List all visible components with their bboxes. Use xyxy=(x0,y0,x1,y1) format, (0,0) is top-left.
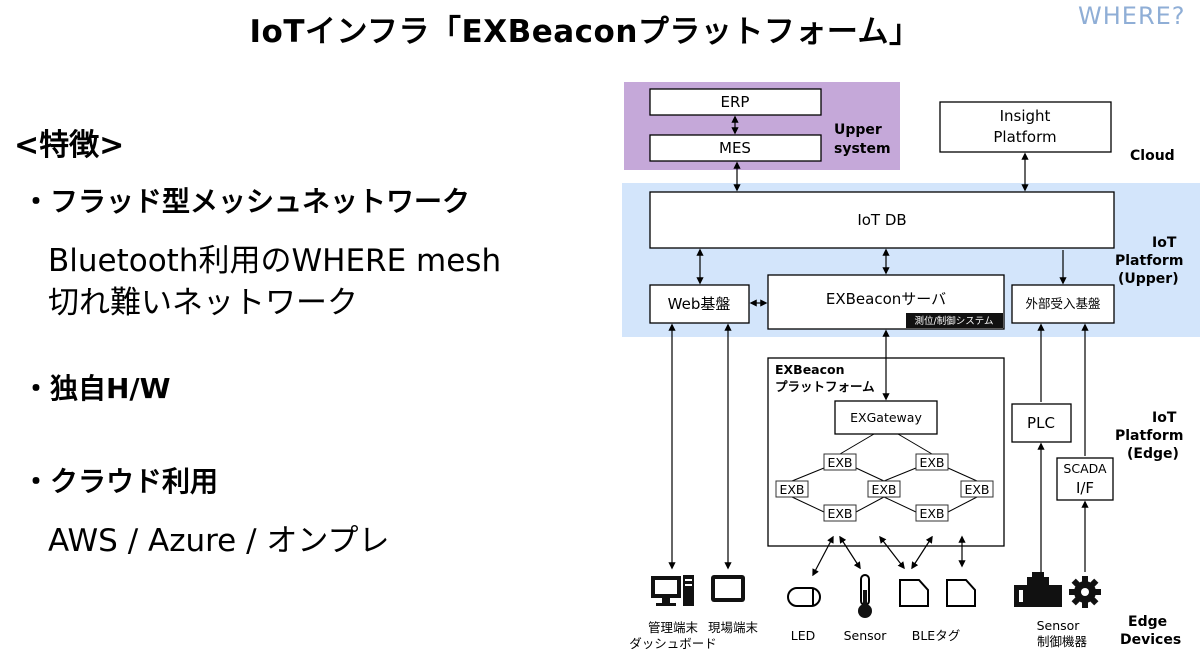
cloud-label: Cloud xyxy=(1130,148,1175,164)
exb-node xyxy=(823,453,857,471)
upper-system-label-2: system xyxy=(834,141,891,157)
exb-label: EXB xyxy=(827,455,852,470)
exgateway-label: EXGateway xyxy=(850,410,922,425)
exb-label: EXB xyxy=(779,482,804,497)
exb-node xyxy=(823,504,857,522)
site-terminal-icon xyxy=(711,575,745,602)
mes-box xyxy=(649,134,822,162)
insight-label-2: Platform xyxy=(993,128,1056,146)
where-logo: WHERE? xyxy=(1078,2,1186,30)
ble-tag-icon xyxy=(899,579,929,607)
scada-label-2: I/F xyxy=(1076,479,1094,497)
ble-tag-label: BLEタグ xyxy=(912,628,960,643)
insight-label-1: Insight xyxy=(1000,107,1051,125)
edge-devices-label-2: Devices xyxy=(1120,632,1181,648)
scada-box xyxy=(1056,457,1114,501)
page-title: IoTインフラ「EXBeaconプラットフォーム」 xyxy=(249,14,921,50)
feature-bullet-mesh: ・フラッド型メッシュネットワーク xyxy=(22,185,471,218)
iot-db-label: IoT DB xyxy=(857,211,906,229)
site-terminal-label: 現場端末 xyxy=(708,620,759,635)
plc-label: PLC xyxy=(1027,414,1055,432)
feature-bullet-hw: ・独自H/W xyxy=(22,372,171,405)
exb-node xyxy=(915,504,949,522)
iot-upper-label-2: Platform xyxy=(1115,253,1183,269)
iot-edge-label-2: Platform xyxy=(1115,428,1183,444)
plc-box xyxy=(1011,403,1072,443)
erp-box xyxy=(649,88,822,116)
exb-node xyxy=(867,480,901,498)
sensor-control-label-2: 制御機器 xyxy=(1037,634,1088,649)
exb-node xyxy=(960,480,994,498)
exb-label: EXB xyxy=(871,482,896,497)
iot-edge-label-3: (Edge) xyxy=(1127,446,1179,462)
exb-node xyxy=(915,453,949,471)
admin-terminal-icon xyxy=(651,575,694,606)
factory-machine-icon xyxy=(1014,572,1062,607)
led-label: LED xyxy=(791,628,816,643)
exb-label: EXB xyxy=(964,482,989,497)
admin-terminal-label-1: 管理端末 xyxy=(648,620,699,635)
exb-label: EXB xyxy=(919,506,944,521)
edge-devices-label-1: Edge xyxy=(1128,614,1167,630)
exb-label: EXB xyxy=(827,506,852,521)
iot-db-box xyxy=(649,191,1115,249)
external-platform-box xyxy=(1011,284,1115,324)
exbeacon-server-label: EXBeaconサーバ xyxy=(826,290,946,308)
exb-node xyxy=(775,480,809,498)
feature-desc-mesh-2: 切れ難いネットワーク xyxy=(48,285,358,321)
server-tag-label: 測位/制御システム xyxy=(915,315,994,327)
feature-desc-cloud: AWS / Azure / オンプレ xyxy=(48,523,390,559)
insight-platform-box xyxy=(939,101,1112,153)
exb-label: EXB xyxy=(919,455,944,470)
iot-upper-label-1: IoT xyxy=(1152,235,1177,251)
features-heading: <特徴> xyxy=(14,128,125,163)
platform-title-1: EXBeacon xyxy=(775,362,845,377)
led-icon xyxy=(787,587,821,607)
exgateway-box xyxy=(834,400,938,435)
external-platform-label: 外部受入基盤 xyxy=(1025,296,1101,311)
server-tag-bg xyxy=(906,313,1003,328)
platform-title-2: プラットフォーム xyxy=(775,379,875,394)
ble-tag-icon xyxy=(946,579,976,607)
sensor-label: Sensor xyxy=(844,628,888,643)
mes-label: MES xyxy=(719,139,751,157)
web-platform-label: Web基盤 xyxy=(668,295,731,313)
connection-arrows xyxy=(668,115,1089,577)
scada-label-1: SCADA xyxy=(1063,461,1107,476)
iot-upper-label-3: (Upper) xyxy=(1118,271,1179,287)
erp-label: ERP xyxy=(721,93,750,111)
upper-system-label-1: Upper xyxy=(834,122,882,138)
sensor-control-label-1: Sensor xyxy=(1037,618,1081,633)
feature-bullet-cloud: ・クラウド利用 xyxy=(22,465,219,498)
iot-edge-label-1: IoT xyxy=(1152,410,1177,426)
gear-icon xyxy=(1069,576,1101,608)
web-platform-box xyxy=(649,284,750,324)
mesh-links xyxy=(791,433,978,513)
admin-terminal-label-2: ダッシュボード xyxy=(629,636,717,651)
feature-desc-mesh-1: Bluetooth利用のWHERE mesh xyxy=(48,243,502,279)
thermometer-icon xyxy=(858,574,872,618)
